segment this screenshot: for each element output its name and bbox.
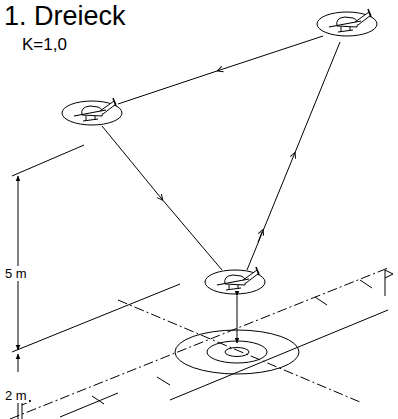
factor-label: K=1,0 — [22, 36, 67, 53]
dimension-label: 2 m — [3, 388, 29, 403]
dimension-label: 5 m — [3, 266, 29, 281]
title: 1. Dreieck — [4, 3, 126, 30]
